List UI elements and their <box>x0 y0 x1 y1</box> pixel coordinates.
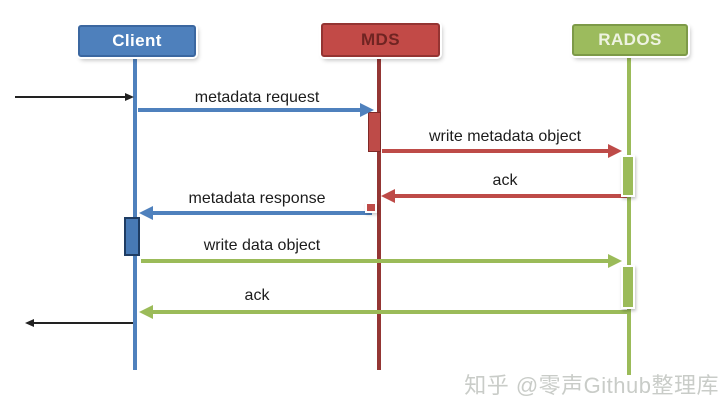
actor-box-rados: RADOS <box>572 24 688 56</box>
message-label: ack <box>244 287 270 304</box>
external-outbound-arrowhead-icon <box>25 319 34 327</box>
arrowhead-right-icon <box>608 144 622 158</box>
lifeline-mds <box>377 56 381 370</box>
message-label: write metadata object <box>428 128 582 145</box>
external-inbound-arrow <box>15 96 127 98</box>
arrowhead-left-icon <box>381 189 395 203</box>
lifeline-client <box>133 56 137 370</box>
activation-bar-rados-1 <box>621 155 635 197</box>
message-arrow-metadata-request <box>138 108 362 112</box>
message-arrow-write-metadata-object <box>382 149 610 153</box>
arrowhead-right-icon <box>360 103 374 117</box>
actor-box-mds: MDS <box>321 23 440 57</box>
message-label: write data object <box>203 237 321 254</box>
external-outbound-arrow <box>33 322 133 324</box>
watermark: 知乎 @零声Github整理库 <box>464 373 719 398</box>
message-arrow-ack-client <box>151 310 627 314</box>
external-inbound-arrowhead-icon <box>125 93 134 101</box>
activation-bar-rados-2 <box>621 265 635 309</box>
activation-bar-client <box>124 217 140 256</box>
arrowhead-left-icon <box>139 305 153 319</box>
message-label: metadata request <box>194 89 320 106</box>
message-arrow-write-data-object <box>141 259 610 263</box>
message-label: metadata response <box>188 190 326 207</box>
actor-label-client: Client <box>112 31 162 50</box>
activation-marker-mds <box>365 202 377 213</box>
message-arrow-metadata-response <box>151 211 372 215</box>
message-label: ack <box>492 172 518 189</box>
activation-bar-mds <box>368 112 381 152</box>
actor-box-client: Client <box>78 25 196 57</box>
actor-label-mds: MDS <box>361 30 400 49</box>
lifeline-rados <box>627 55 631 375</box>
actor-label-rados: RADOS <box>598 30 662 49</box>
arrowhead-right-icon <box>608 254 622 268</box>
arrowhead-left-icon <box>139 206 153 220</box>
message-arrow-ack-mds <box>393 194 627 198</box>
